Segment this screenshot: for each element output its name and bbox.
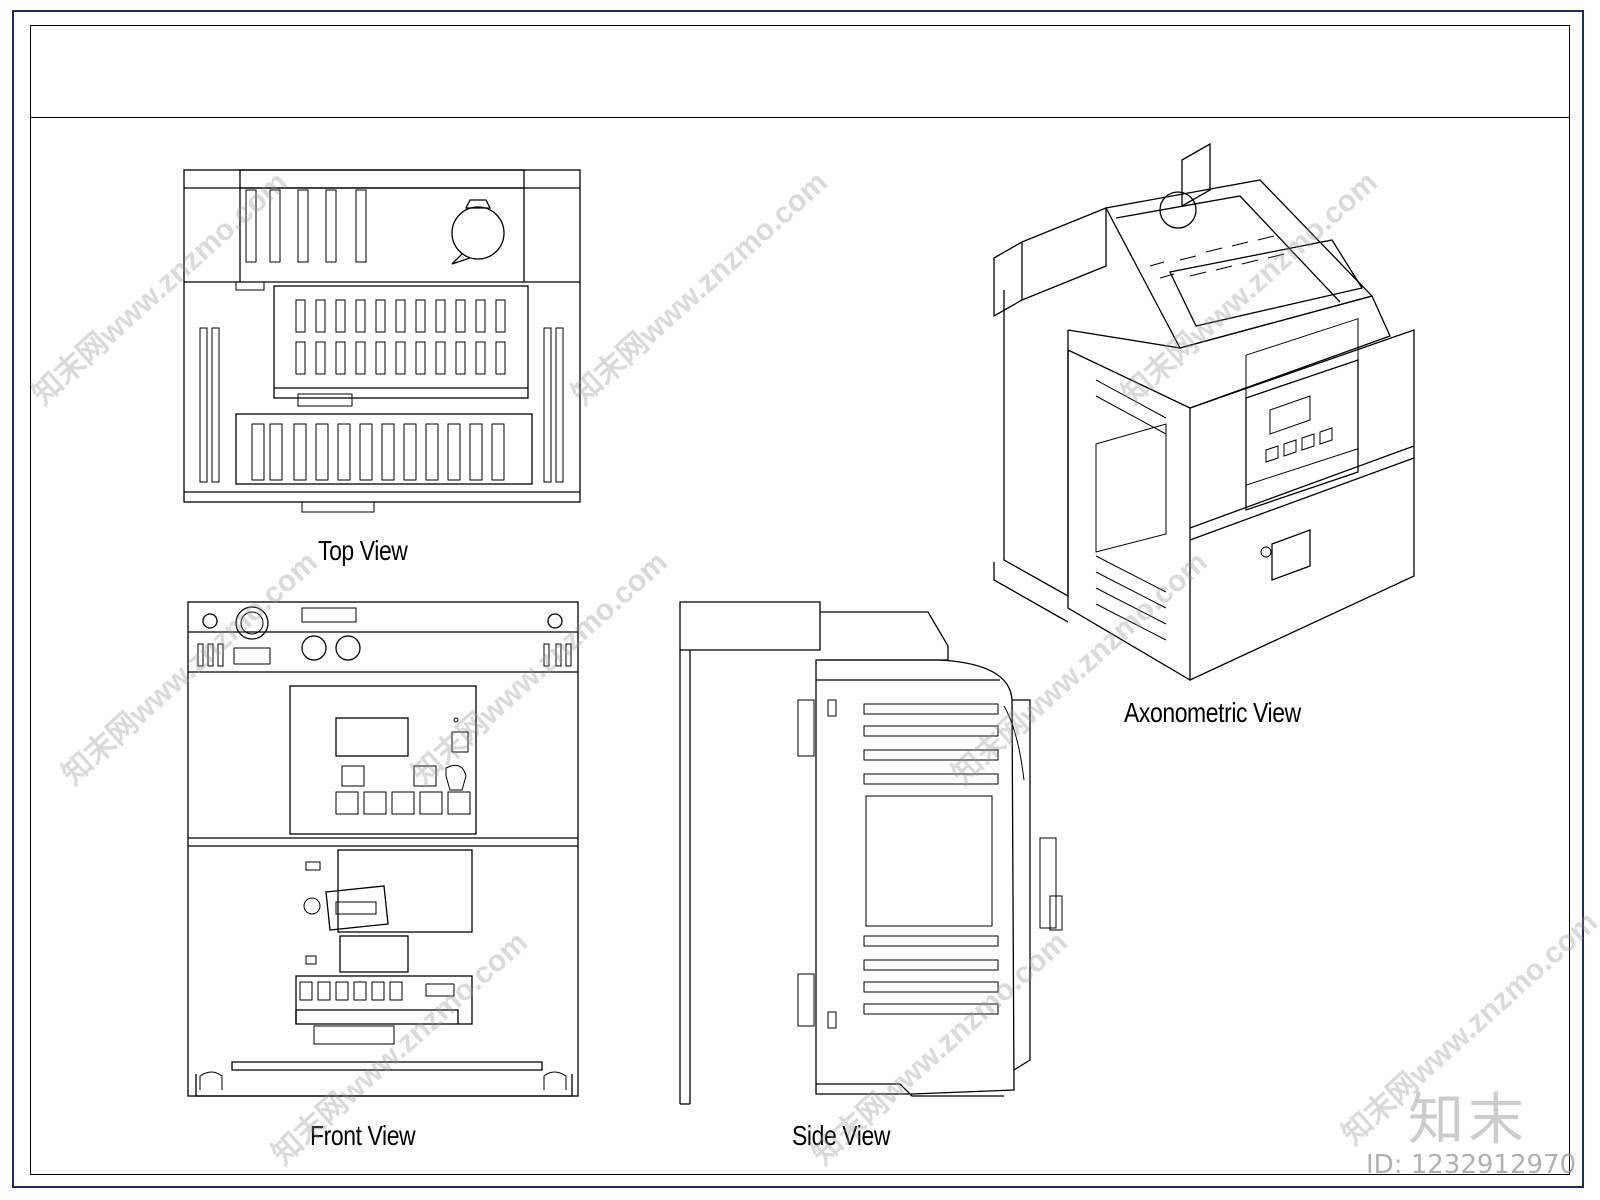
- title-block: [30, 25, 1570, 118]
- side-view-drawing: [679, 601, 1063, 1105]
- brand-watermark: 知末: [1408, 1088, 1528, 1153]
- top-view-drawing: [183, 169, 581, 513]
- axonometric-view-label: Axonometric View: [1124, 697, 1301, 728]
- side-view-label: Side View: [792, 1120, 891, 1151]
- front-view-label: Front View: [310, 1120, 416, 1151]
- top-view-label: Top View: [318, 535, 408, 566]
- front-view-drawing: [187, 601, 579, 1097]
- image-id: ID: 1232912970: [1366, 1150, 1577, 1180]
- inner-frame: [30, 25, 1570, 1175]
- axonometric-view-drawing: [993, 142, 1415, 682]
- outer-frame: [12, 10, 1584, 1188]
